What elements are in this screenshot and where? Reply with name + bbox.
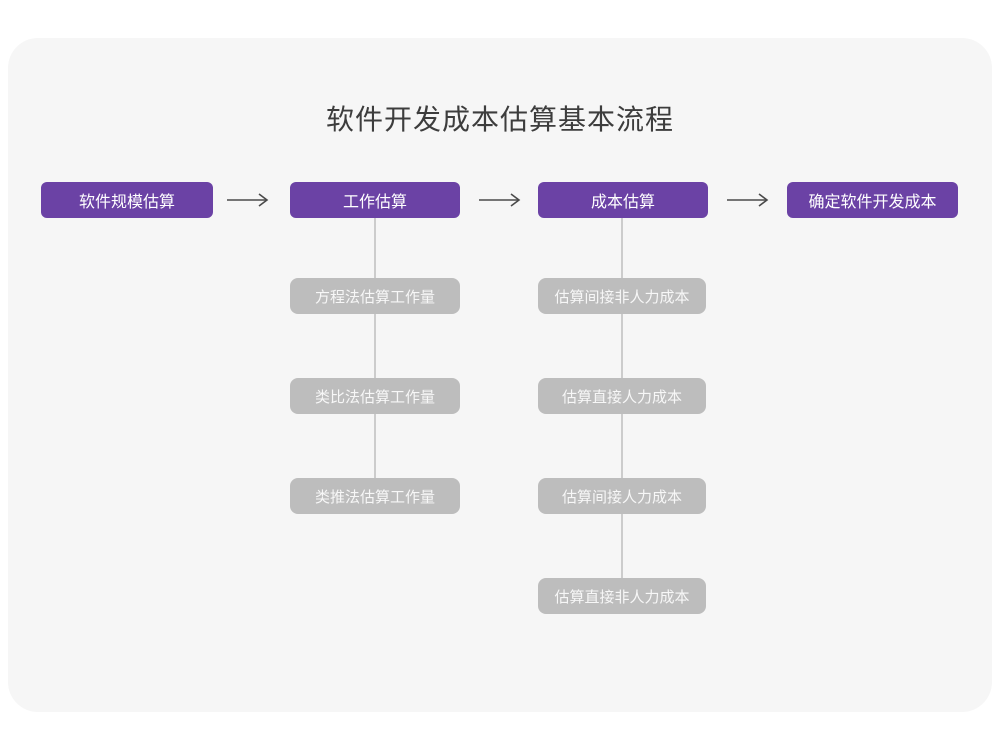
- node-label: 估算直接人力成本: [561, 388, 682, 406]
- node-label: 估算间接非人力成本: [554, 288, 690, 306]
- node-label: 估算间接人力成本: [561, 488, 682, 506]
- node-extrapolation-method-workload: 类推法估算工作量: [290, 478, 460, 514]
- node-determine-software-dev-cost: 确定软件开发成本: [787, 182, 958, 218]
- flow-arrow-icon: [478, 192, 522, 208]
- node-indirect-non-labor-cost: 估算间接非人力成本: [538, 278, 706, 314]
- node-direct-labor-cost: 估算直接人力成本: [538, 378, 706, 414]
- node-label: 工作估算: [342, 194, 407, 211]
- flow-arrow-icon: [726, 192, 770, 208]
- diagram-title: 软件开发成本估算基本流程: [325, 104, 674, 135]
- node-label: 确定软件开发成本: [808, 194, 937, 211]
- node-label: 类比法估算工作量: [314, 388, 435, 406]
- node-label: 成本估算: [590, 194, 655, 211]
- diagram-card: [8, 38, 992, 712]
- node-analogy-method-workload: 类比法估算工作量: [290, 378, 460, 414]
- node-label: 类推法估算工作量: [314, 488, 435, 506]
- node-indirect-labor-cost: 估算间接人力成本: [538, 478, 706, 514]
- node-label: 估算直接非人力成本: [554, 588, 690, 606]
- node-software-scale-estimation: 软件规模估算: [41, 182, 213, 218]
- node-label: 方程法估算工作量: [314, 288, 435, 306]
- node-cost-estimation: 成本估算: [538, 182, 708, 218]
- work-column-connector-line: [374, 218, 376, 496]
- node-direct-non-labor-cost: 估算直接非人力成本: [538, 578, 706, 614]
- node-equation-method-workload: 方程法估算工作量: [290, 278, 460, 314]
- node-work-estimation: 工作估算: [290, 182, 460, 218]
- node-label: 软件规模估算: [78, 194, 175, 211]
- flow-arrow-icon: [226, 192, 270, 208]
